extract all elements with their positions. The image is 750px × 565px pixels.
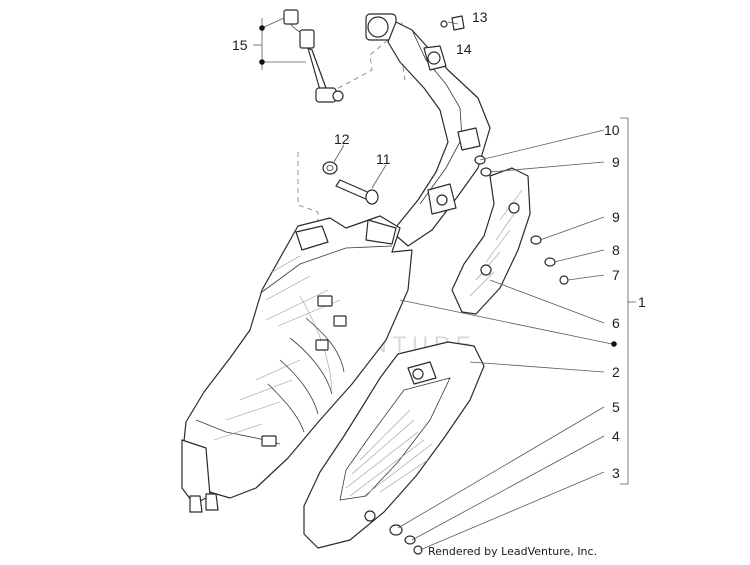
clamp-nut[interactable] (440, 15, 465, 31)
callout-14[interactable]: 14 (456, 41, 472, 57)
callout-15[interactable]: 15 (232, 37, 248, 53)
bullet-dot (259, 25, 265, 31)
callout-3[interactable]: 3 (612, 465, 620, 481)
bullet-dot (611, 341, 617, 347)
oxygen-sensor[interactable] (283, 9, 344, 103)
leader-lines (253, 17, 636, 551)
render-credit: Rendered by LeadVenture, Inc. (428, 545, 598, 558)
callout-4[interactable]: 4 (612, 428, 620, 444)
callout-5[interactable]: 5 (612, 399, 620, 415)
callout-1[interactable]: 1 (638, 294, 646, 310)
bullet-dot (259, 59, 265, 65)
callout-12[interactable]: 12 (334, 131, 350, 147)
callout-13[interactable]: 13 (472, 9, 488, 25)
heat-shield-small[interactable] (451, 167, 531, 315)
callout-6[interactable]: 6 (612, 315, 620, 331)
mounting-washer[interactable] (322, 161, 338, 175)
callout-11[interactable]: 11 (376, 151, 391, 167)
exhaust-header-pipe[interactable] (365, 13, 491, 247)
muffler-body[interactable] (181, 215, 413, 513)
callout-9-lower[interactable]: 9 (612, 209, 620, 225)
callout-2[interactable]: 2 (612, 364, 620, 380)
callout-10[interactable]: 10 (604, 122, 620, 138)
alignment-guides (297, 21, 406, 239)
callout-8[interactable]: 8 (612, 242, 620, 258)
mounting-bolt[interactable] (335, 179, 379, 205)
muffler-guard[interactable] (303, 341, 485, 555)
callout-9-upper[interactable]: 9 (612, 154, 620, 170)
callout-7[interactable]: 7 (612, 267, 620, 283)
callout-labels: 1 2 3 4 5 6 7 8 9 9 10 11 12 13 14 15 (232, 9, 646, 481)
